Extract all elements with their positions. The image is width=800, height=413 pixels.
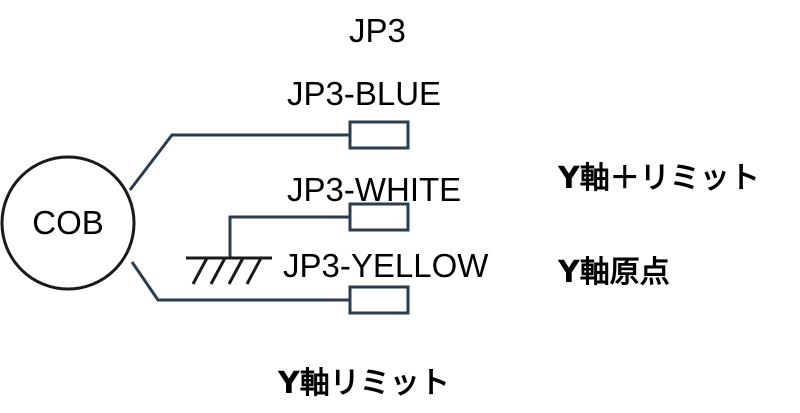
cob-label: COB	[32, 204, 104, 241]
pin-box-white	[348, 202, 410, 232]
pin-label-blue: JP3-BLUE	[287, 75, 442, 112]
wire-white-ground	[228, 215, 350, 258]
wire-yellow	[130, 261, 350, 302]
header-label: JP3	[349, 12, 406, 49]
pin-box-yellow	[348, 285, 410, 315]
cob-circle	[0, 155, 136, 291]
pin-box-blue	[348, 120, 410, 150]
wire-blue	[128, 133, 350, 191]
function-label-limit: Y軸リミット	[278, 366, 450, 401]
function-label-plus-limit: Y軸＋リミット	[558, 161, 760, 196]
pin-label-yellow: JP3-YELLOW	[283, 247, 489, 284]
pin-label-white: JP3-WHITE	[287, 171, 462, 208]
function-label-origin: Y軸原点	[558, 255, 670, 290]
ground-symbol	[186, 256, 272, 285]
